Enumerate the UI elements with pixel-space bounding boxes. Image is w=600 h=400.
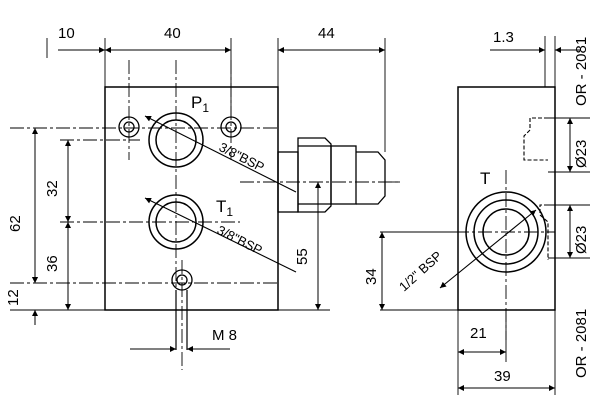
dim-62-label: 62: [7, 215, 24, 232]
extension-lines-left: [10, 38, 400, 311]
cartridge-profile: [523, 117, 549, 260]
p1-thread-label: 3/8"BSP: [217, 139, 267, 174]
dim-40-label: 40: [164, 25, 181, 42]
dim-36-label: 36: [44, 255, 61, 272]
bolt-shank: [175, 290, 188, 350]
dim-39-label: 39: [494, 368, 511, 385]
dim-34-label: 34: [363, 268, 380, 285]
t-thread-leader: [439, 209, 537, 289]
valve-body-side: [457, 86, 556, 311]
oring-top-label: OR - 2081: [573, 37, 590, 106]
left-view: 10 40 44 62 32 36 12 55 M 8 P1 T1 3/8"BS…: [5, 25, 400, 370]
t-thread-label: 1/2" BSP: [396, 248, 445, 294]
dia-23-top-label: Ø23: [573, 140, 590, 168]
dimension-lines-right: [379, 47, 580, 391]
port-t1-label: T1: [216, 197, 233, 219]
dim-1-3-label: 1.3: [493, 29, 514, 46]
dimension-lines-left: [32, 47, 385, 352]
thread-leaders-left: [144, 115, 297, 273]
dim-55-label: 55: [294, 248, 311, 265]
port-t-label: T: [480, 169, 490, 188]
bolt-thread-label: M 8: [212, 327, 237, 344]
dia-23-bottom-label: Ø23: [573, 226, 590, 254]
t1-thread-label: 3/8"BSP: [215, 222, 265, 257]
right-view: 1.3 T 1/2" BSP 34 21 39 Ø23 Ø23 OR - 208…: [363, 29, 590, 395]
port-p1-label: P1: [191, 93, 209, 115]
side-fitting: [277, 137, 386, 213]
oring-bottom-label: OR - 2081: [573, 309, 590, 378]
dim-32-label: 32: [44, 180, 61, 197]
dim-12-label: 12: [5, 289, 22, 306]
dim-10-label: 10: [58, 25, 75, 42]
dim-44-label: 44: [318, 25, 335, 42]
dim-21-label: 21: [470, 325, 487, 342]
